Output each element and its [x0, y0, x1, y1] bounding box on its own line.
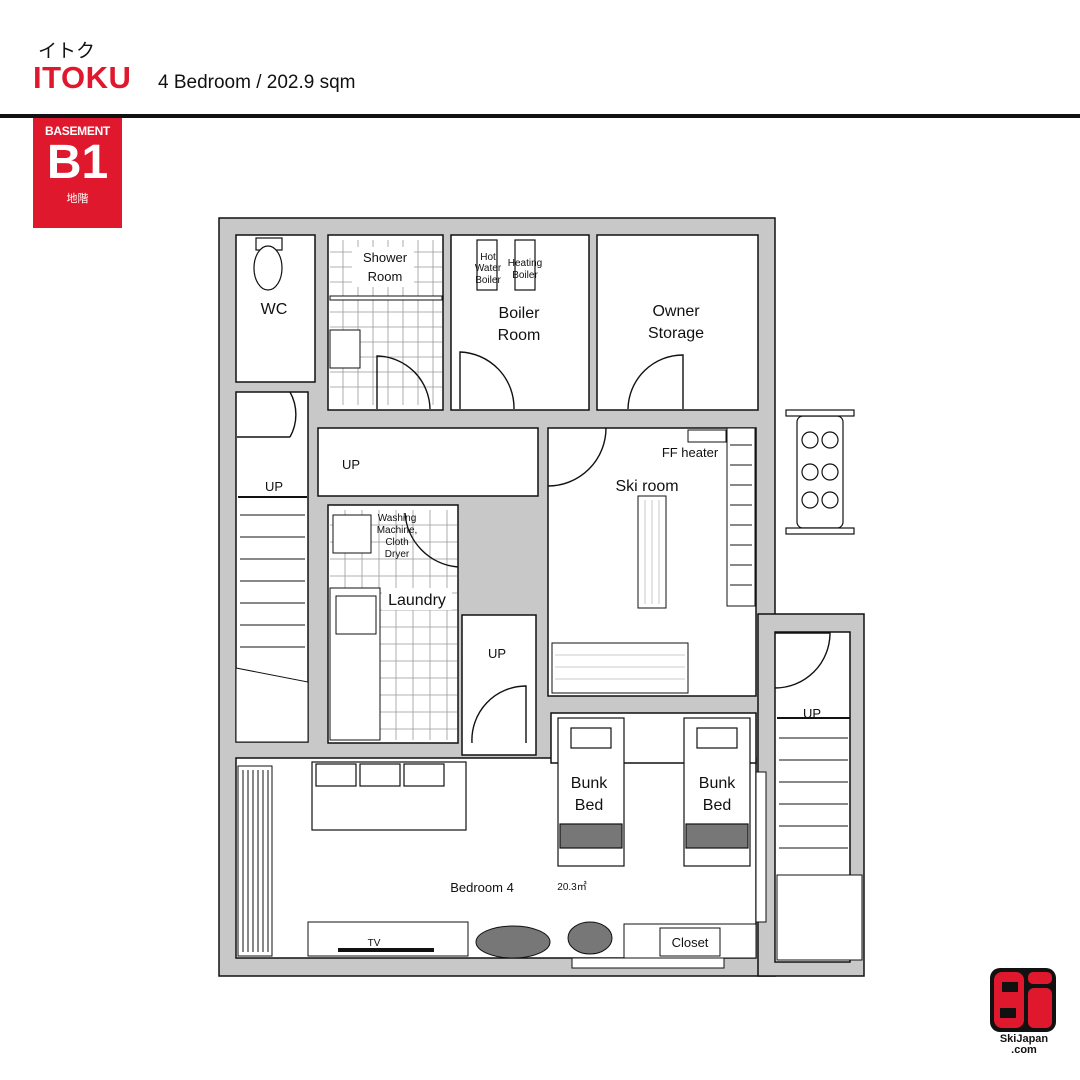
label-bedroom-4: Bedroom 4: [450, 880, 514, 895]
up-corridor: [461, 614, 537, 756]
bedroom-window: [571, 957, 725, 969]
stair-treads-right: [777, 717, 850, 849]
label-up-hall: UP: [342, 457, 360, 472]
bunk-bed-right: [683, 717, 751, 867]
property-japanese-name: イトク: [38, 40, 96, 62]
floor-badge-bottom: 地階: [66, 192, 89, 205]
ski-bench-lines: [555, 654, 685, 680]
bunk-bed-left: [557, 717, 625, 867]
label-bunk-left-2: Bed: [575, 797, 603, 814]
outdoor-table: [785, 409, 855, 535]
hall-center: [317, 427, 539, 497]
skijapan-logo-text: SkiJapan .com: [988, 1034, 1060, 1056]
sofa: [311, 761, 467, 831]
label-up-left: UP: [265, 479, 283, 494]
toilet: [253, 237, 283, 291]
floor-badge: BASEMENT B1 地階: [33, 118, 122, 228]
label-laundry: Laundry: [388, 592, 446, 609]
label-washer-1: Washing: [378, 513, 417, 524]
label-tv: TV: [368, 938, 381, 949]
label-bunk-left-1: Bunk: [571, 775, 608, 792]
stair-landing-right: [776, 874, 863, 961]
label-washer-4: Dryer: [385, 549, 410, 560]
label-bunk-right-1: Bunk: [699, 775, 736, 792]
label-owner-2: Storage: [648, 325, 704, 342]
shower-partition: [329, 295, 443, 301]
stair-landing-left: [235, 667, 309, 743]
header-divider: [0, 114, 1080, 118]
tv-screen: [338, 948, 434, 952]
label-up-center: UP: [488, 646, 506, 661]
door-swings: [237, 351, 831, 744]
east-window: [755, 771, 767, 923]
property-summary: 4 Bedroom / 202.9 sqm: [158, 72, 356, 93]
wc-room: [235, 234, 316, 383]
stair-treads-left: [238, 496, 307, 648]
ski-bench: [551, 642, 689, 694]
desk-left: [237, 765, 273, 957]
label-washer-3: Cloth: [385, 537, 408, 548]
floor-badge-top: BASEMENT: [45, 124, 110, 138]
label-hot-1: Hot: [480, 252, 496, 263]
label-boiler-2: Room: [498, 327, 541, 344]
owner-storage: [596, 234, 759, 411]
label-boiler-1: Boiler: [499, 305, 541, 322]
property-name: ITOKU: [33, 60, 132, 95]
floor-badge-level: B1: [46, 136, 109, 189]
boilers: [476, 239, 536, 291]
door-shower: [376, 355, 431, 410]
label-shower-2: Room: [368, 269, 403, 284]
door-up-corridor: [471, 685, 527, 744]
ski-rack-lines: [644, 500, 660, 604]
logo-text-line1: SkiJapan: [999, 1033, 1049, 1045]
door-stair-left: [237, 391, 297, 438]
laundry-sink: [335, 595, 377, 635]
label-hot-2: Water: [475, 263, 502, 274]
label-shower-1: Shower: [363, 250, 408, 265]
label-ff-heater: FF heater: [662, 445, 719, 460]
shower-label-bg: [352, 247, 414, 287]
skijapan-logo: [990, 968, 1056, 1032]
label-bedroom-area: 20.3㎡: [557, 881, 586, 893]
beanbag-small: [567, 921, 613, 955]
label-closet: Closet: [672, 935, 709, 950]
washer: [332, 514, 372, 554]
door-boiler: [459, 351, 515, 410]
ski-room-stairs: [726, 427, 756, 607]
door-stair-right: [774, 632, 831, 689]
door-laundry: [404, 512, 459, 568]
door-owner-storage: [627, 354, 684, 410]
label-hot-3: Boiler: [475, 275, 501, 286]
label-washer-2: Machine,: [377, 525, 418, 536]
label-bunk-right-2: Bed: [703, 797, 731, 814]
label-owner-1: Owner: [652, 303, 700, 320]
label-wc: WC: [261, 301, 288, 318]
label-heat-2: Boiler: [512, 270, 538, 281]
closet-label-box: [659, 927, 721, 957]
door-ski-room: [547, 427, 607, 487]
beanbag-large: [475, 925, 551, 959]
logo-text-line2: .com: [1011, 1044, 1037, 1056]
label-ski-room: Ski room: [615, 478, 678, 495]
label-up-right: UP: [803, 706, 821, 721]
shower-sink: [329, 329, 361, 369]
laundry-label-bg: [382, 588, 452, 610]
label-heat-1: Heating: [508, 258, 542, 269]
ff-heater-unit: [687, 429, 727, 443]
